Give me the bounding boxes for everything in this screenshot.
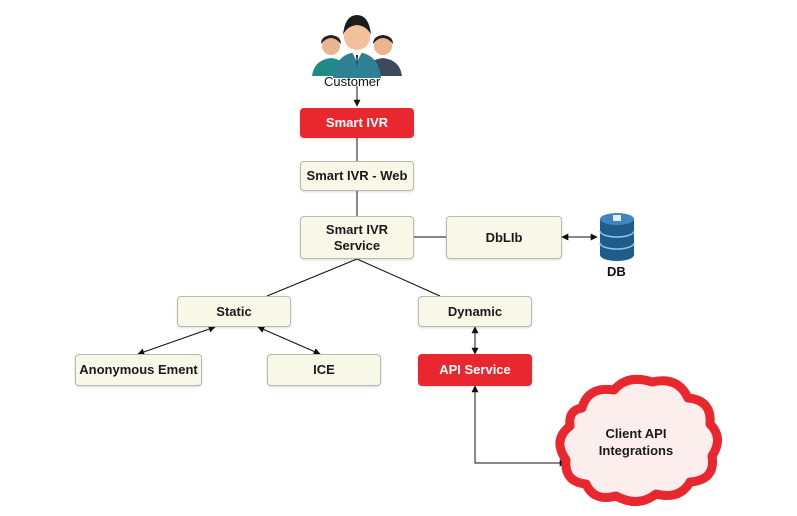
- dblib-box: DbLIb: [446, 216, 562, 259]
- cloud-icon: [555, 374, 722, 506]
- smart-ivr-service-line1: Smart IVR: [325, 221, 389, 237]
- dynamic-box: Dynamic: [418, 296, 532, 327]
- smart-ivr-service-line2: Service: [333, 237, 381, 253]
- ice-box: ICE: [267, 354, 381, 386]
- client-api-line1: Client API: [605, 426, 667, 441]
- api-service-box: API Service: [418, 354, 532, 386]
- smart-ivr-box: Smart IVR: [300, 108, 414, 138]
- db-label: DB: [607, 264, 626, 279]
- customer-group-icon: [312, 15, 402, 78]
- database-cylinder-icon: [599, 213, 635, 261]
- customer-label: Customer: [324, 74, 381, 89]
- anonymous-ement-box: Anonymous Ement: [75, 354, 202, 386]
- client-api-line2: Integrations: [598, 443, 674, 458]
- static-box: Static: [177, 296, 291, 327]
- client-api-integrations-label: Client API Integrations: [581, 425, 691, 459]
- smart-ivr-service-box: Smart IVR Service: [300, 216, 414, 259]
- smart-ivr-web-box: Smart IVR - Web: [300, 161, 414, 191]
